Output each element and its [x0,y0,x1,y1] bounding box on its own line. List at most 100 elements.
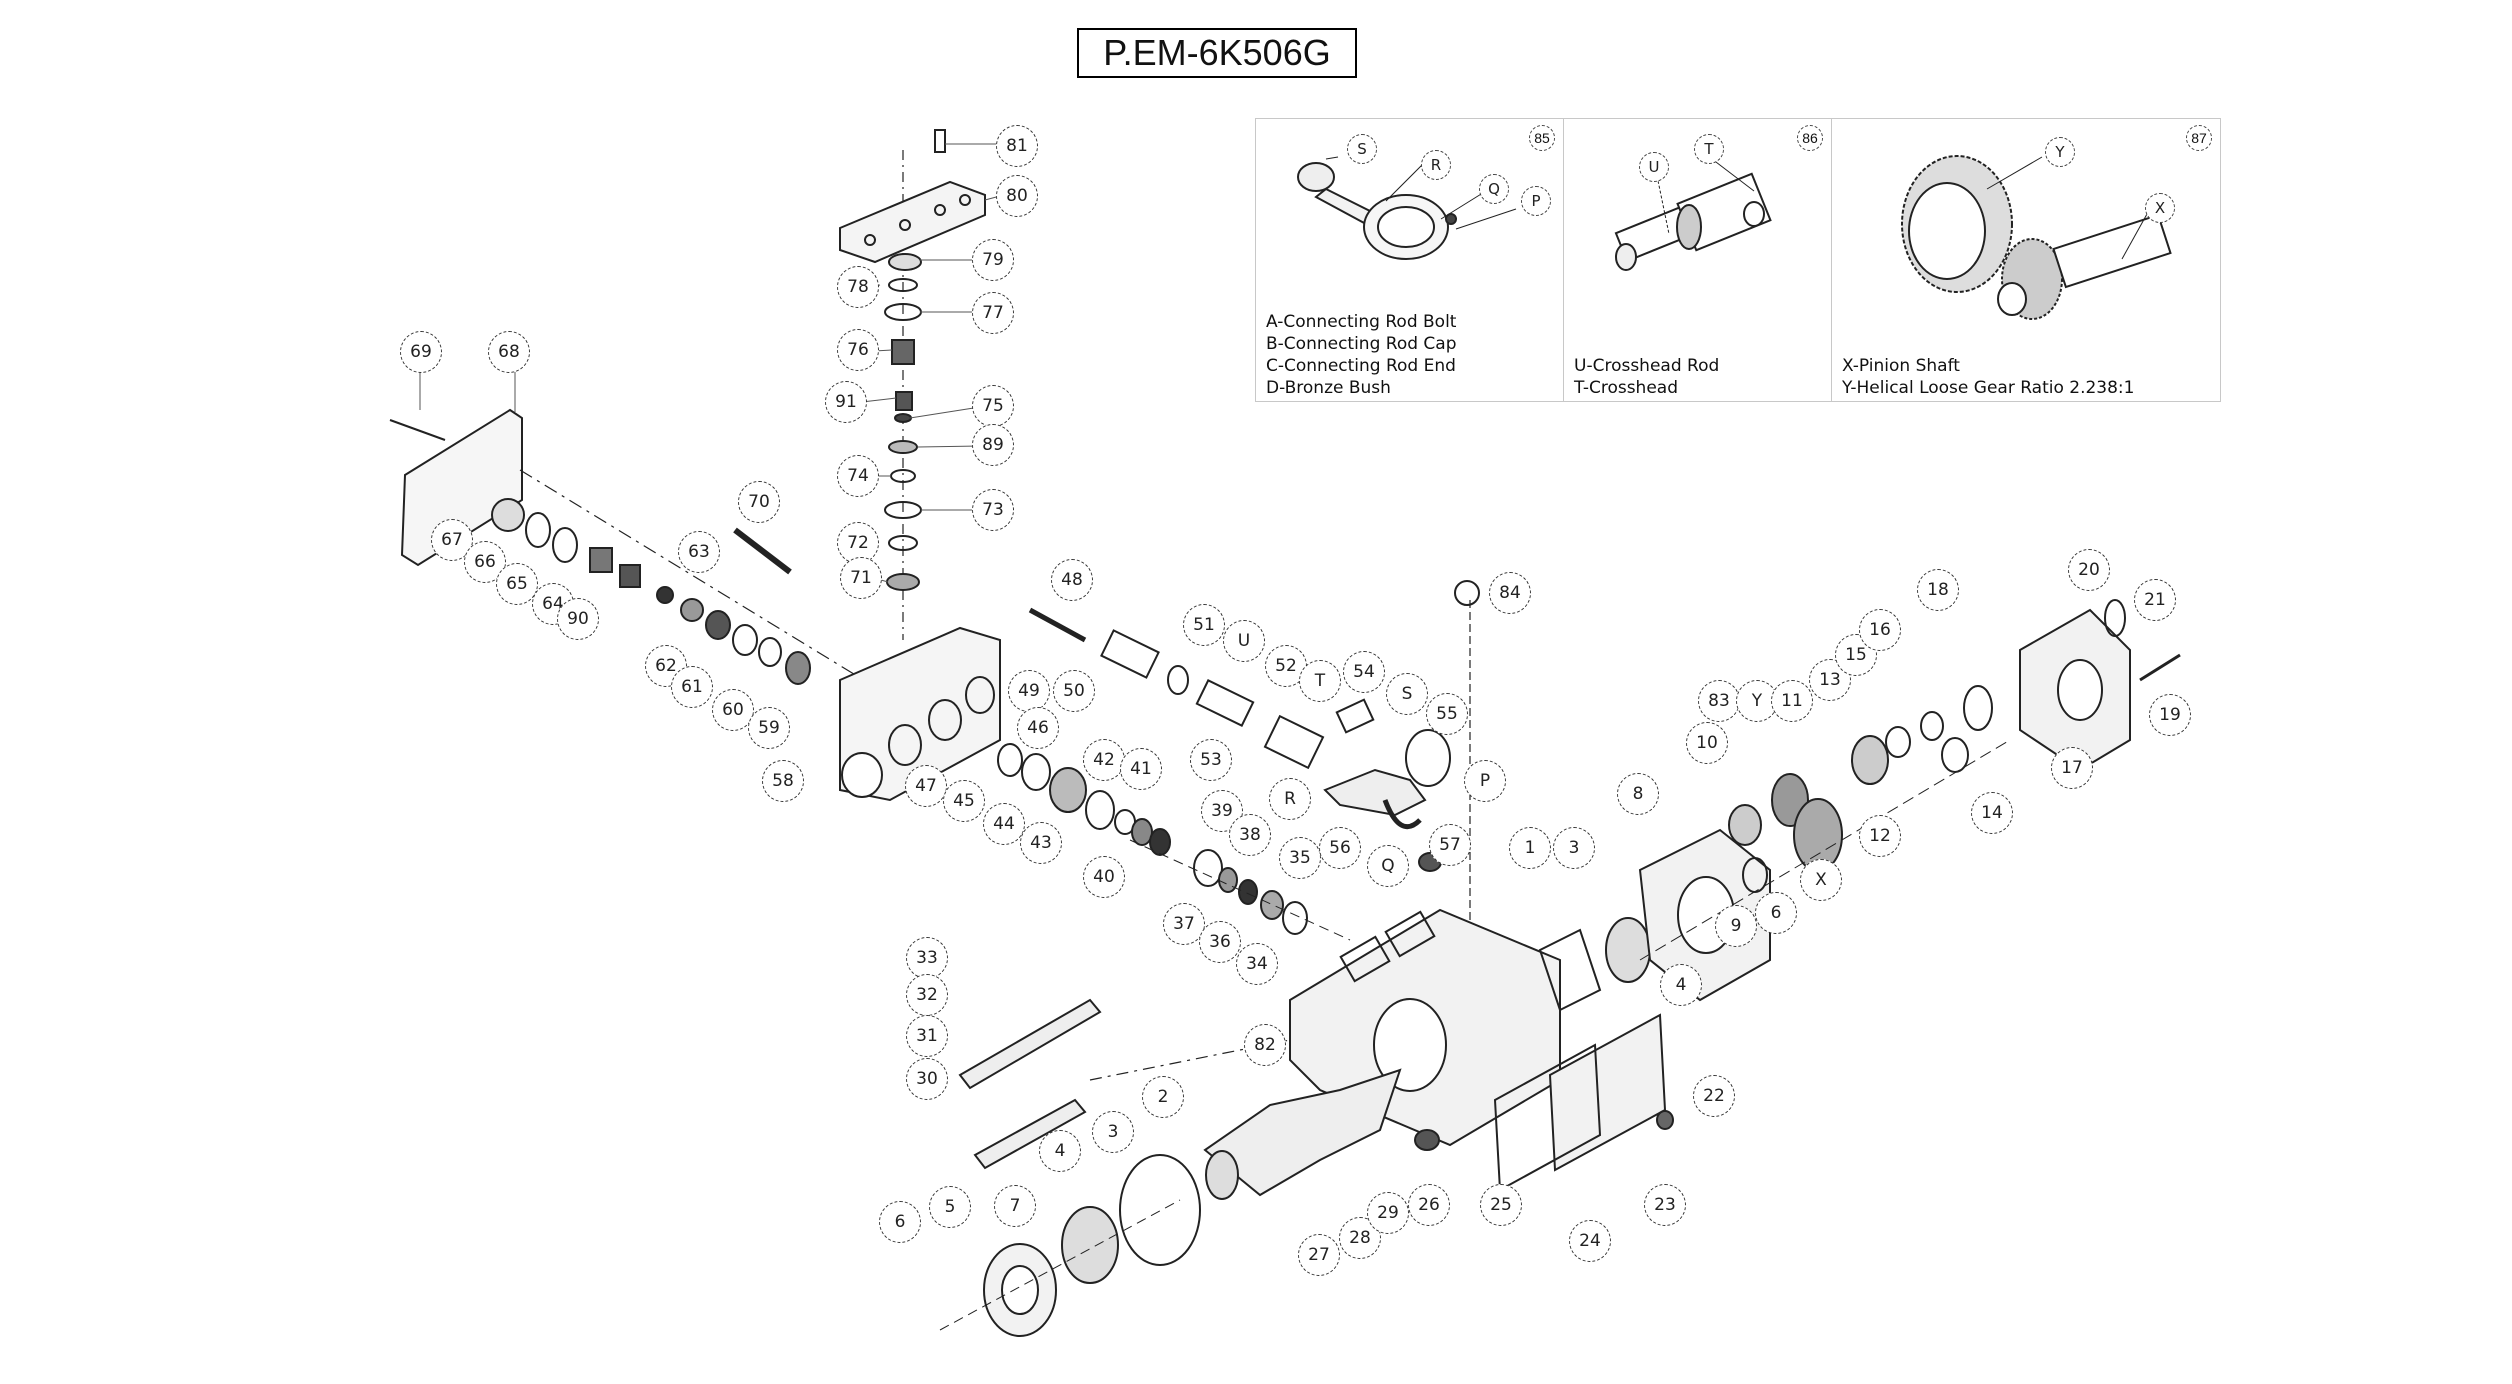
callout-63: 63 [678,531,720,573]
callout-59: 59 [748,707,790,749]
part-bearing-11 [1851,735,1889,785]
part-59 [785,651,811,685]
part-bearing-10 [1728,804,1762,846]
callout-30: 30 [906,1058,948,1100]
callout-20: 20 [2068,549,2110,591]
legend-item: C-Connecting Rod End [1266,356,1456,376]
part-disc-14 [1941,737,1969,773]
callout-1: 1 [1509,827,1551,869]
crosshead-legend: U-Crosshead Rod T-Crosshead [1574,355,1719,399]
callout-38: 38 [1229,814,1271,856]
part-crosshead [1263,714,1325,770]
callout-23: 23 [1644,1184,1686,1226]
part-plug-26 [1414,1129,1440,1151]
callout-3-lower: 3 [1092,1111,1134,1153]
part-rod-cap-q [1382,799,1422,830]
callout-u: U [1223,620,1265,662]
panel-number-86: 86 [1797,125,1823,151]
callout-12: 12 [1859,815,1901,857]
callout-3-upper: 3 [1553,827,1595,869]
callout-16: 16 [1859,609,1901,651]
callout-43: 43 [1020,822,1062,864]
callout-27: 27 [1298,1234,1340,1276]
callout-4-upper: 4 [1660,964,1702,1006]
callout-s: S [1386,673,1428,715]
connecting-rod-legend: A-Connecting Rod Bolt B-Connecting Rod C… [1266,311,1457,399]
callout-48: 48 [1051,559,1093,601]
part-valve-cover [839,180,986,264]
part-90 [619,564,641,588]
callout-71: 71 [840,557,882,599]
panel-callout-s: S [1347,134,1377,164]
callout-6-upper: 6 [1755,892,1797,934]
callout-60: 60 [712,689,754,731]
callout-7: 7 [994,1185,1036,1227]
part-bearing-55 [1405,729,1451,787]
part-crankcase-bore [1373,998,1447,1092]
callout-61: 61 [671,666,713,708]
callout-44: 44 [983,803,1025,845]
callout-35: 35 [1279,837,1321,879]
callout-69: 69 [400,331,442,373]
callout-10: 10 [1686,722,1728,764]
callout-73: 73 [972,489,1014,531]
part-gasket-3b [1119,1154,1201,1266]
callout-17: 17 [2051,747,2093,789]
callout-91: 91 [825,381,867,423]
part-76 [891,339,915,365]
callout-40: 40 [1083,856,1125,898]
gear-illustration [1901,155,2172,320]
part-bearing-4b [1061,1206,1119,1284]
callout-84: 84 [1489,572,1531,614]
callout-54: 54 [1343,651,1385,693]
callout-29: 29 [1367,1192,1409,1234]
callout-14: 14 [1971,792,2013,834]
detail-panels: S R Q P 85 A-Connecting Rod Bolt B-Conne… [1255,118,2221,402]
callout-90: 90 [557,598,599,640]
callout-80: 80 [996,175,1038,217]
callout-68: 68 [488,331,530,373]
part-crankshaft [1203,1068,1402,1197]
panel-callout-y: Y [2045,137,2075,167]
part-67 [491,498,525,532]
part-bearing-4a [1605,917,1651,983]
callout-18: 18 [1917,569,1959,611]
connecting-rod-illustration [1297,156,1517,260]
callout-58: 58 [762,760,804,802]
callout-81: 81 [996,125,1038,167]
drawing-title: P.EM-6K506G [1077,28,1357,78]
part-screw-81 [934,129,946,153]
callout-x: X [1800,859,1842,901]
callout-55: 55 [1426,693,1468,735]
part-gasket-3a [1538,928,1602,1012]
callout-50: 50 [1053,670,1095,712]
part-72 [888,535,918,551]
callout-77: 77 [972,292,1014,334]
callout-36: 36 [1199,921,1241,963]
panel-callout-t: T [1694,134,1724,164]
callout-r: R [1269,778,1311,820]
part-71 [886,573,920,591]
callout-37: 37 [1163,903,1205,945]
callout-5: 5 [929,1186,971,1228]
callout-75: 75 [972,385,1014,427]
callout-41: 41 [1120,748,1162,790]
part-44 [1049,767,1087,813]
part-64 [589,547,613,573]
panel-number-85: 85 [1529,125,1555,151]
callout-q: Q [1367,845,1409,887]
callout-51: 51 [1183,604,1225,646]
callout-19: 19 [2149,694,2191,736]
part-78 [888,278,918,292]
callout-25: 25 [1480,1184,1522,1226]
callout-78: 78 [837,266,879,308]
callout-11: 11 [1771,680,1813,722]
callout-82: 82 [1244,1024,1286,1066]
panel-callout-u: U [1639,152,1669,182]
part-cover-plate-68 [400,408,523,567]
callout-57: 57 [1429,824,1471,866]
panel-callout-x: X [2145,193,2175,223]
callout-8: 8 [1617,773,1659,815]
callout-76: 76 [837,329,879,371]
legend-item: U-Crosshead Rod [1574,356,1720,376]
